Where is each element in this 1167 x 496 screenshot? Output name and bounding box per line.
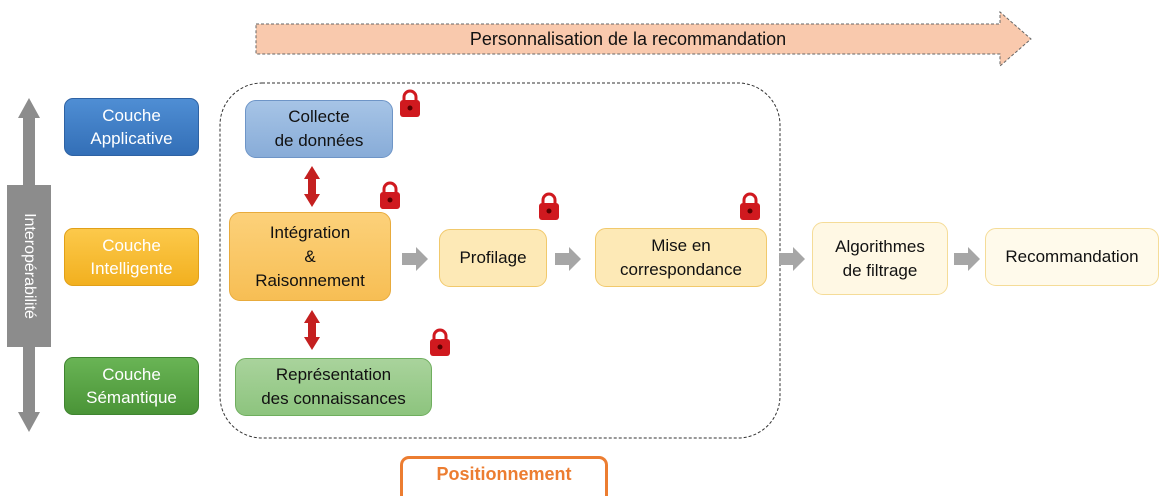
step-recommandation: Recommandation [985,228,1159,286]
step-integration-line1: Intégration [269,222,351,242]
flow-arrow-4 [954,247,980,271]
lock-icon [539,192,559,220]
flow-arrow-2 [555,247,581,271]
interoperability-label-box: Interopérabilité [7,185,51,347]
step-mise-en-correspondance: Mise en correspondance [595,228,767,287]
double-arrow-integration-representation [304,310,320,350]
step-collecte-line2: de données [274,131,364,150]
layer-intelligente: Couche Intelligente [64,228,199,286]
flow-arrow-3 [779,247,805,271]
step-collecte: Collecte de données [245,100,393,158]
lock-icon [400,89,420,117]
step-representation: Représentation des connaissances [235,358,432,416]
lock-icon [740,192,760,220]
double-arrow-collecte-integration [304,166,320,207]
step-mise-line2: correspondance [620,259,742,279]
step-collecte-line1: Collecte [288,107,350,126]
step-representation-line1: Représentation [275,365,392,384]
banner-label: Personnalisation de la recommandation [469,28,787,49]
lock-icon [380,181,400,209]
layer-applicative: Couche Applicative [64,98,199,156]
step-algorithmes-line2: de filtrage [842,260,918,280]
layer-intelligente-line2: Intelligente [90,259,173,278]
step-integration-line2: & [304,246,316,266]
layer-semantique: Couche Sémantique [64,357,199,415]
step-integration: Intégration & Raisonnement [229,212,391,301]
layer-semantique-line2: Sémantique [86,388,177,407]
layer-applicative-line2: Applicative [90,129,173,148]
flow-arrow-1 [402,247,428,271]
step-algorithmes: Algorithmes de filtrage [812,222,948,295]
banner-arrow-shape [255,10,1032,68]
layer-applicative-line1: Couche [102,106,161,125]
step-algorithmes-line1: Algorithmes [835,236,925,256]
positionnement-label: Positionnement [400,456,608,496]
interoperability-label: Interopérabilité [21,213,38,319]
step-integration-line3: Raisonnement [255,270,365,290]
lock-icon [430,328,450,356]
step-representation-line2: des connaissances [261,389,406,408]
step-mise-line1: Mise en [651,235,711,255]
step-profilage: Profilage [439,229,547,287]
layer-semantique-line1: Couche [102,365,161,384]
layer-intelligente-line1: Couche [102,236,161,255]
